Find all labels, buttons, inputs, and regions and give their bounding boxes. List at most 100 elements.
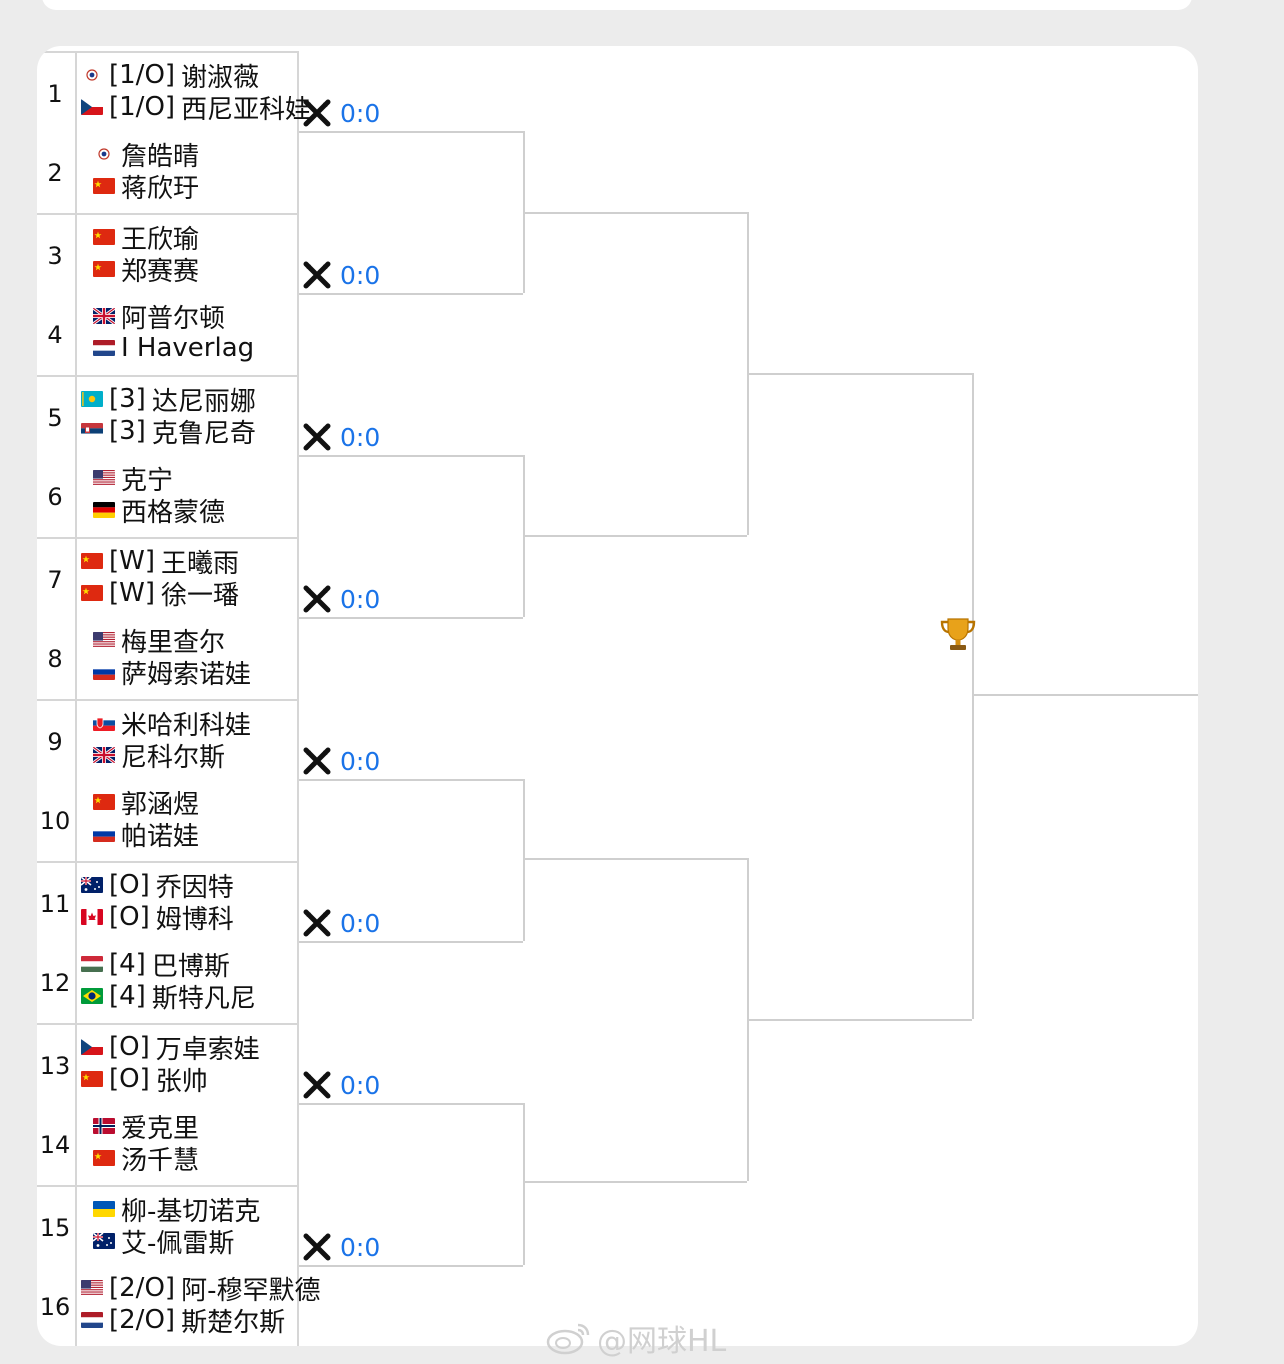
player-entry[interactable]: 尼科尔斯 (81, 739, 226, 773)
player-entry[interactable]: [W]王曦雨 (81, 545, 239, 579)
player-name: 斯楚尔斯 (181, 1307, 286, 1338)
player-entry[interactable]: 汤千慧 (81, 1142, 199, 1176)
player-entry[interactable]: [O]万卓索娃 (81, 1031, 260, 1065)
match-score[interactable]: 0:0 (302, 908, 380, 938)
player-entry[interactable]: [4]巴博斯 (81, 948, 230, 982)
player-name: 米哈利科娃 (121, 710, 252, 741)
flag-nor-icon (93, 1118, 115, 1134)
bracket-connector (299, 131, 523, 133)
player-name: 帕诺娃 (121, 821, 200, 852)
score-text: 0:0 (340, 584, 381, 614)
player-entry[interactable]: [1/O]西尼亚科娃 (81, 91, 312, 125)
player-entry[interactable]: [3]克鲁尼奇 (81, 415, 256, 449)
player-name: 西尼亚科娃 (181, 94, 312, 125)
match-number: 1 (47, 79, 63, 108)
player-entry[interactable]: 艾-佩雷斯 (81, 1225, 234, 1259)
match-number: 12 (39, 968, 71, 997)
player-name: 姆博科 (155, 904, 234, 935)
match-score[interactable]: 0:0 (302, 260, 380, 290)
player-entry[interactable]: [4]斯特凡尼 (81, 980, 256, 1014)
match-score[interactable]: 0:0 (302, 98, 380, 128)
player-entry[interactable]: 米哈利科娃 (81, 707, 252, 741)
match-row[interactable]: 3 王欣瑜郑赛赛 (37, 213, 299, 296)
player-entry[interactable]: 郑赛赛 (81, 253, 199, 287)
match-row[interactable]: 16[2/O]阿-穆罕默德[2/O]斯楚尔斯 (37, 1266, 320, 1346)
match-row[interactable]: 13[O]万卓索娃[O]张帅 (37, 1023, 299, 1106)
flag-chn-icon (81, 585, 103, 601)
bracket-connector (523, 1181, 747, 1183)
player-entry[interactable]: [2/O]斯楚尔斯 (81, 1304, 286, 1338)
player-entry[interactable]: 帕诺娃 (81, 818, 200, 852)
player-entry[interactable]: [O]张帅 (81, 1063, 208, 1097)
player-entry[interactable]: [2/O]阿-穆罕默德 (81, 1272, 320, 1306)
match-score[interactable]: 0:0 (302, 584, 380, 614)
player-entry[interactable]: [O]乔因特 (81, 869, 234, 903)
player-entry[interactable]: 爱克里 (81, 1110, 199, 1144)
match-players: 梅里查尔萨姆索诺娃 (75, 618, 299, 699)
player-entry[interactable]: 柳-基切诺克 (81, 1193, 260, 1227)
match-players: [3]达尼丽娜[3]克鲁尼奇 (75, 377, 299, 458)
match-row[interactable]: 11[O]乔因特[O]姆博科 (37, 861, 299, 944)
flag-chn-icon (93, 178, 115, 194)
player-entry[interactable]: 克宁 (81, 462, 174, 496)
match-number: 6 (47, 482, 63, 511)
flag-rus-icon (93, 664, 115, 680)
player-name: 詹皓晴 (121, 141, 200, 172)
watermark-text: @网球HL (597, 1324, 727, 1359)
player-name: 巴博斯 (151, 951, 230, 982)
player-name: 斯特凡尼 (151, 983, 256, 1014)
flag-aus-icon (81, 877, 103, 893)
match-number: 5 (47, 403, 63, 432)
seed-label: [3] (109, 416, 146, 446)
seed-label: [2/O] (109, 1305, 176, 1335)
match-row[interactable]: 10 郭涵煜帕诺娃 (37, 780, 299, 861)
match-number: 3 (47, 241, 63, 270)
player-entry[interactable]: 蒋欣玗 (81, 170, 199, 204)
match-score[interactable]: 0:0 (302, 746, 380, 776)
player-entry[interactable]: 阿普尔顿 (81, 300, 225, 334)
player-entry[interactable]: 詹皓晴 (81, 138, 200, 172)
player-name: 克宁 (121, 465, 174, 496)
player-name: 尼科尔斯 (121, 742, 226, 773)
seed-label: [2/O] (109, 1273, 176, 1303)
bracket-connector (523, 1103, 525, 1265)
match-row[interactable]: 12 [4]巴博斯[4]斯特凡尼 (37, 942, 299, 1023)
player-entry[interactable]: 西格蒙德 (81, 494, 225, 528)
player-entry[interactable]: 王欣瑜 (81, 221, 199, 255)
flag-chn-icon (93, 261, 115, 277)
trophy-icon (940, 618, 976, 650)
match-row[interactable]: 1 [1/O]谢淑薇[1/O]西尼亚科娃 (37, 51, 311, 134)
flag-ger-icon (93, 502, 115, 518)
seed-label: [W] (109, 546, 155, 576)
player-entry[interactable]: [W]徐一璠 (81, 577, 239, 611)
seed-label: [3] (109, 384, 146, 414)
match-score[interactable]: 0:0 (302, 1070, 380, 1100)
match-number: 10 (39, 806, 71, 835)
flag-can-icon (81, 909, 103, 925)
flag-chn-icon (81, 1071, 103, 1087)
player-entry[interactable]: 梅里查尔 (81, 624, 226, 658)
seed-label: [O] (109, 902, 150, 932)
match-score[interactable]: 0:0 (302, 422, 380, 452)
match-row[interactable]: 7[W]王曦雨[W]徐一璠 (37, 537, 299, 620)
weibo-logo-icon (546, 1323, 590, 1355)
bracket-connector (523, 535, 747, 537)
player-entry[interactable]: [O]姆博科 (81, 901, 234, 935)
match-row[interactable]: 5 [3]达尼丽娜[3]克鲁尼奇 (37, 375, 299, 458)
player-entry[interactable]: I Haverlag (81, 332, 254, 364)
crossed-swords-icon (303, 585, 331, 613)
player-name: 梅里查尔 (121, 627, 226, 658)
player-entry[interactable]: [3]达尼丽娜 (81, 383, 256, 417)
match-score[interactable]: 0:0 (302, 1232, 380, 1262)
player-entry[interactable]: [1/O]谢淑薇 (81, 59, 259, 93)
player-entry[interactable]: 郭涵煜 (81, 786, 199, 820)
match-row[interactable]: 6 克宁西格蒙德 (37, 456, 299, 537)
player-entry[interactable]: 萨姆索诺娃 (81, 656, 251, 690)
match-players: 詹皓晴蒋欣玗 (75, 132, 299, 213)
